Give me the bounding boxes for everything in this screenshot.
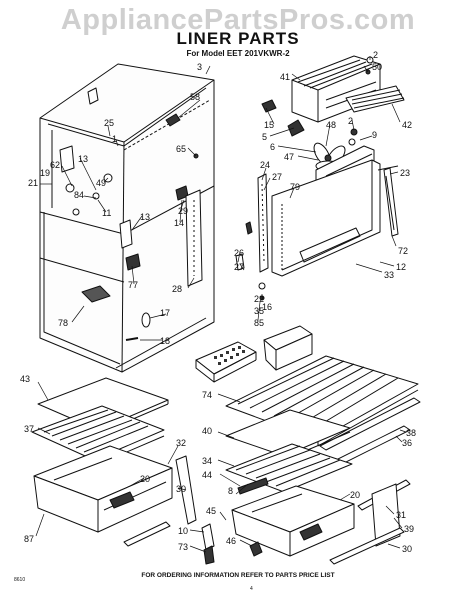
callout-39: 39 [404, 524, 414, 534]
callout-46: 46 [226, 536, 236, 546]
callout-32: 32 [176, 438, 186, 448]
callout-62: 62 [50, 160, 60, 170]
callout-37: 37 [24, 424, 34, 434]
callout-79: 79 [290, 182, 300, 192]
callout-2: 2 [373, 50, 378, 60]
grille-42 [345, 85, 405, 113]
crisper-drawer-right [231, 485, 355, 557]
callout-12: 12 [396, 262, 406, 272]
callout-73: 73 [178, 542, 188, 552]
callout-17: 17 [160, 308, 170, 318]
callout-11: 11 [102, 208, 111, 218]
page-number: 4 [250, 586, 253, 592]
callout-14: 14 [174, 218, 184, 228]
callout-21: 21 [28, 178, 38, 188]
ordering-footer: FOR ORDERING INFORMATION REFER TO PARTS … [141, 572, 335, 579]
cabinet-liner [39, 63, 215, 373]
callout-24: 24 [260, 160, 270, 170]
callout-38: 38 [406, 428, 416, 438]
callout-27: 27 [272, 172, 282, 182]
callout-18: 18 [160, 336, 170, 346]
callout-48: 48 [326, 120, 336, 130]
callout-20-left: 20 [140, 474, 150, 484]
callout-33: 33 [384, 270, 394, 280]
evaporator-cover [291, 55, 381, 123]
callout-16: 16 [262, 302, 272, 312]
callout-labels: 2 50 3 41 58 15 5 48 2 42 25 1 65 6 9 47… [20, 50, 416, 554]
callout-1: 1 [112, 134, 117, 144]
callout-27-lower: 27 [234, 262, 244, 272]
callout-9: 9 [372, 130, 377, 140]
trim-strips [383, 167, 399, 237]
watermark-text: AppliancePartsPros.com [60, 4, 416, 36]
callout-65: 65 [176, 144, 186, 154]
ice-tray [195, 341, 257, 383]
model-line: For Model EET 201VKWR-2 [186, 49, 290, 58]
ice-bin [263, 325, 313, 371]
callout-29: 29 [178, 206, 188, 216]
callout-47: 47 [284, 152, 294, 162]
callout-26: 26 [234, 248, 244, 258]
callout-40: 40 [202, 426, 212, 436]
diagram-code: 8610 [14, 577, 26, 583]
callout-6: 6 [270, 142, 275, 152]
bottom-hardware [201, 477, 269, 565]
callout-50: 50 [372, 62, 382, 72]
leader-lines [35, 56, 407, 553]
callout-72: 72 [398, 246, 408, 256]
callout-30-left: 30 [176, 484, 186, 494]
callout-2-fan: 2 [348, 116, 353, 126]
callout-20-right: 20 [350, 490, 360, 500]
wire-shelf-34 [225, 443, 353, 493]
callout-3: 3 [197, 62, 202, 72]
callout-49: 49 [96, 178, 106, 188]
callout-13: 13 [78, 154, 88, 164]
callout-77: 77 [128, 280, 138, 290]
callout-87: 87 [24, 534, 34, 544]
callout-85: 85 [254, 318, 264, 328]
callout-31: 31 [396, 510, 406, 520]
callout-45: 45 [206, 506, 216, 516]
callout-44: 44 [202, 470, 212, 480]
callout-34: 34 [202, 456, 212, 466]
trim-rails-right [329, 479, 411, 565]
callout-43: 43 [20, 374, 30, 384]
callout-5: 5 [262, 132, 267, 142]
shelf-supports [235, 173, 269, 301]
callout-58: 58 [190, 92, 200, 102]
callout-74: 74 [202, 390, 212, 400]
callout-84: 84 [74, 190, 84, 200]
callout-78: 78 [58, 318, 68, 328]
callout-25: 25 [104, 118, 114, 128]
callout-35: 35 [254, 306, 264, 316]
callout-41: 41 [280, 72, 290, 82]
callout-19: 19 [40, 168, 50, 178]
evaporator-panel [271, 159, 399, 277]
crisper-drawer-left [33, 445, 173, 533]
callout-42: 42 [402, 120, 412, 130]
callout-22: 22 [254, 294, 264, 304]
callout-15: 15 [264, 120, 274, 130]
callout-23: 23 [400, 168, 410, 178]
callout-13-lower: 13 [140, 212, 150, 222]
callout-36: 36 [402, 438, 412, 448]
callout-10: 10 [178, 526, 188, 536]
callout-28: 28 [172, 284, 182, 294]
callout-30-right: 30 [402, 544, 412, 554]
callout-8: 8 [228, 486, 233, 496]
diagram-title: LINER PARTS [176, 29, 300, 48]
